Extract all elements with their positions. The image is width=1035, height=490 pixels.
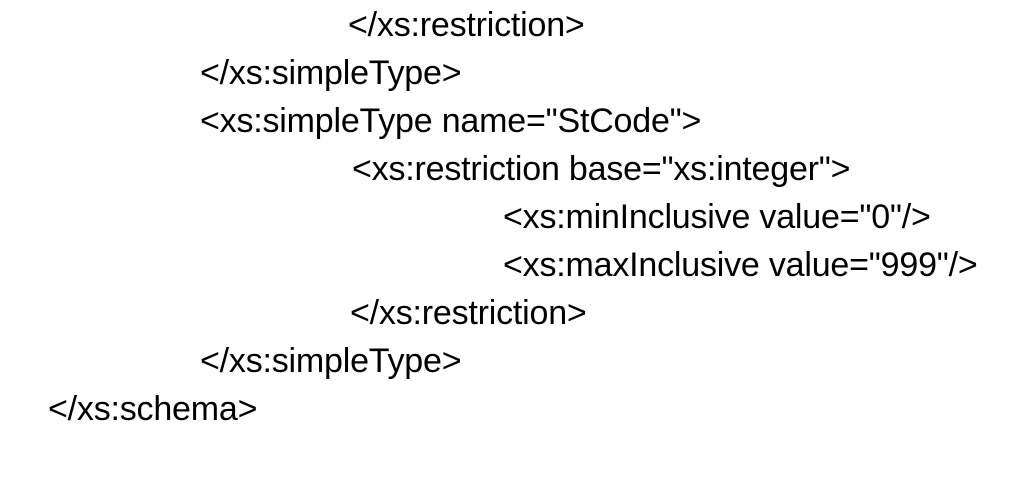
code-line-mininclusive: <xs:minInclusive value="0"/>	[503, 198, 931, 236]
code-line-closing-restriction-outer: </xs:restriction>	[348, 6, 585, 44]
code-line-maxinclusive: <xs:maxInclusive value="999"/>	[503, 246, 978, 284]
code-line-opening-simpletype-stcode: <xs:simpleType name="StCode">	[200, 102, 702, 140]
code-line-closing-schema: </xs:schema>	[48, 390, 258, 428]
code-line-closing-restriction-stcode: </xs:restriction>	[350, 294, 587, 332]
code-line-closing-simpletype-stcode: </xs:simpleType>	[200, 342, 462, 380]
code-line-closing-simpletype-outer: </xs:simpleType>	[200, 54, 462, 92]
code-line-opening-restriction-integer: <xs:restriction base="xs:integer">	[352, 150, 851, 188]
